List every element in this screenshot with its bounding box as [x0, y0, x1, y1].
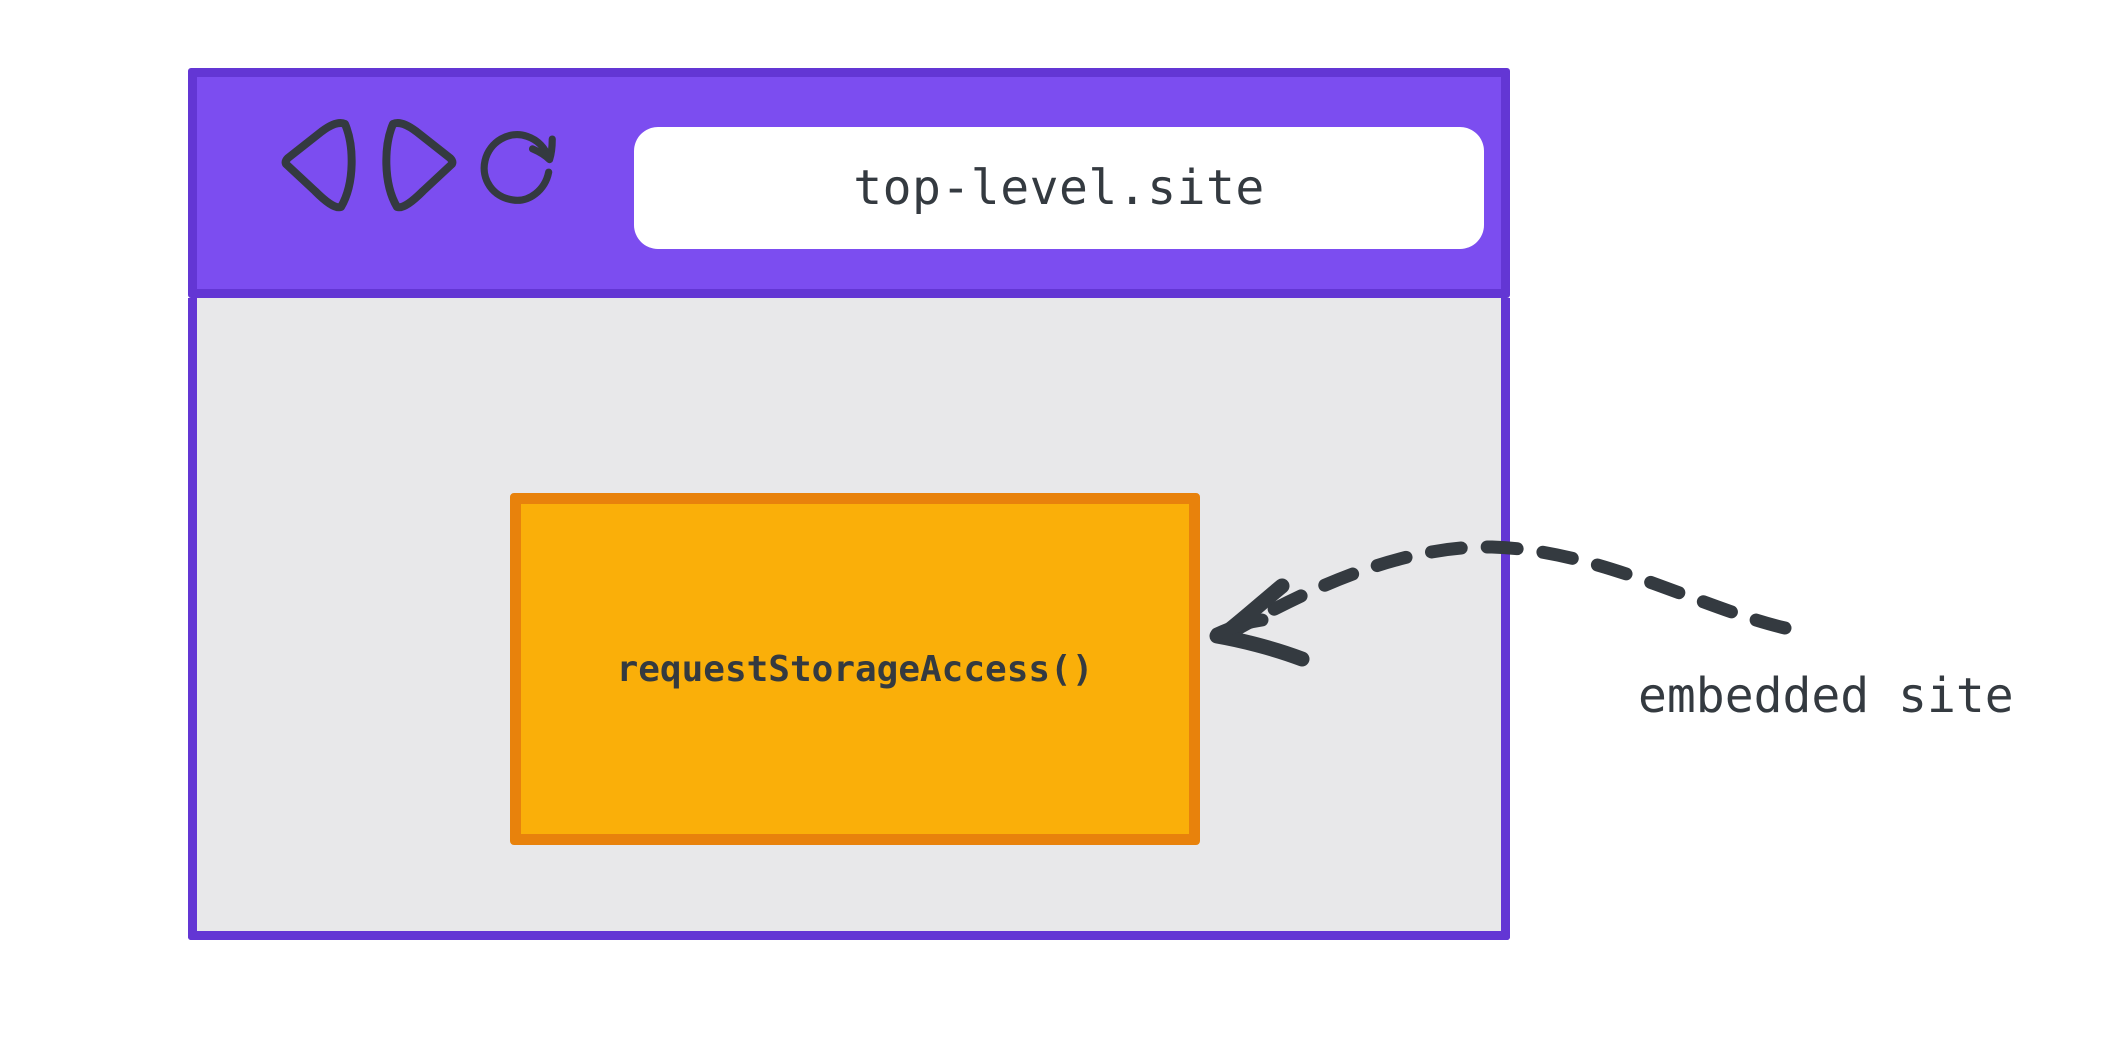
url-text: top-level.site	[853, 160, 1265, 216]
reload-button[interactable]	[477, 117, 563, 213]
reload-icon	[480, 131, 556, 204]
navigation-button-group	[277, 117, 597, 217]
forward-icon	[382, 119, 457, 212]
forward-button[interactable]	[375, 117, 461, 213]
back-icon	[281, 119, 356, 212]
embedded-iframe-box[interactable]: requestStorageAccess()	[510, 493, 1200, 845]
back-button[interactable]	[277, 117, 363, 213]
embedded-site-annotation-label: embedded site	[1638, 668, 2014, 724]
url-bar[interactable]: top-level.site	[634, 127, 1484, 249]
browser-toolbar: top-level.site	[188, 68, 1510, 298]
request-storage-access-label: requestStorageAccess()	[616, 648, 1094, 690]
